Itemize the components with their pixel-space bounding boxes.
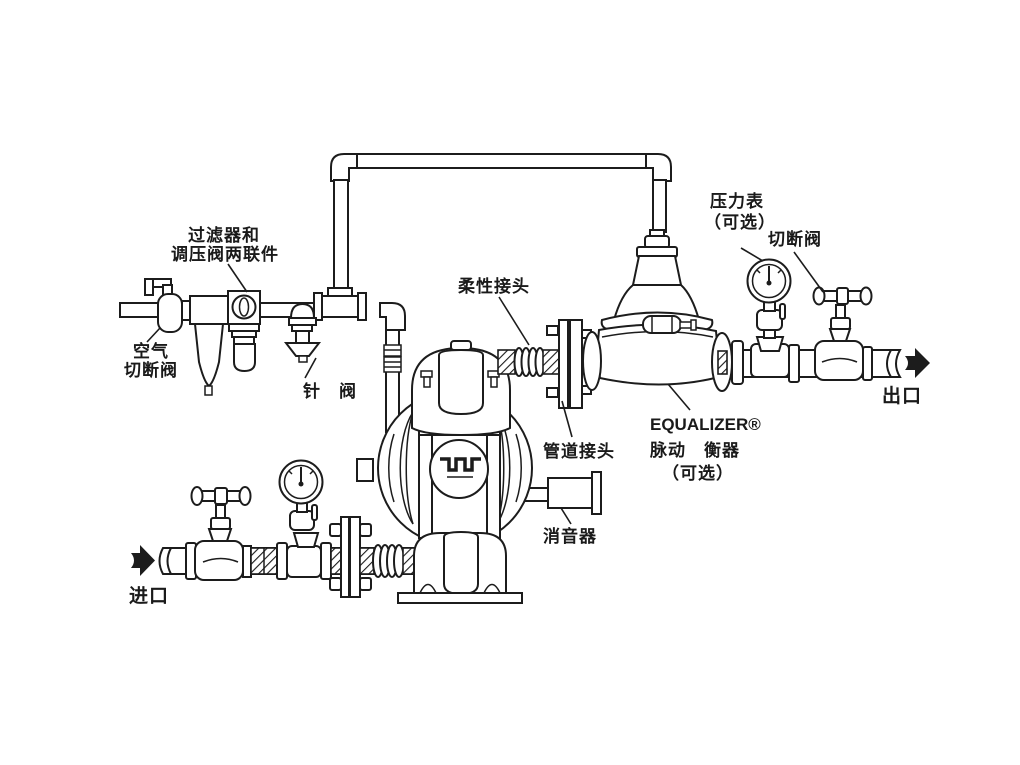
label-filter-regulator-line2: 调压阀两联件: [171, 244, 279, 264]
pump-logo-badge: [429, 439, 489, 499]
label-outlet: 出口: [882, 384, 922, 407]
inlet-flange: [329, 516, 372, 598]
leader-lines: [146, 247, 824, 525]
pump-air-inlet-port: [356, 458, 374, 482]
label-pressure-gauge-line1: 压力表: [710, 191, 764, 211]
outlet-pressure-gauge: [746, 258, 792, 352]
inlet-arrow-icon: [131, 545, 155, 576]
pump-base-plate: [397, 592, 523, 604]
pulsation-dampener: [582, 229, 744, 392]
label-equalizer-line1: EQUALIZER®: [650, 415, 761, 434]
diagram-labels: 过滤器和 调压阀两联件 空气 切断阀 针 阀 柔性接头 管道接头 消音器 EQU…: [124, 191, 922, 607]
label-filter-regulator-line1: 过滤器和: [188, 225, 260, 245]
label-needle-valve: 针 阀: [303, 381, 357, 401]
diaphragm-pump: [377, 340, 533, 604]
air-regulator: [227, 290, 261, 373]
needle-valve: [283, 302, 322, 363]
label-equalizer-line3: （可选）: [662, 463, 734, 483]
dampener-clamp: [642, 315, 697, 334]
suction-flexible-joint: [372, 544, 405, 578]
label-flexible-joint: 柔性接头: [458, 276, 530, 296]
label-air-shutoff-line2: 切断阀: [124, 360, 178, 380]
label-muffler: 消音器: [543, 526, 597, 546]
inlet-shutoff-valve: [190, 486, 252, 581]
outlet-shutoff-valve: [812, 286, 873, 381]
label-pressure-gauge-line2: （可选）: [704, 212, 776, 232]
air-filter: [189, 295, 229, 396]
label-pipe-joint: 管道接头: [543, 441, 615, 461]
outlet-line: [742, 258, 930, 383]
label-shutoff-valve: 切断阀: [768, 229, 822, 249]
inlet-pressure-gauge: [278, 459, 324, 548]
pump-logo-icon: [440, 457, 481, 472]
air-line-tee: [313, 287, 367, 321]
air-shutoff-valve: [144, 278, 192, 333]
discharge-flexible-joint: [497, 347, 560, 377]
label-inlet: 进口: [129, 585, 169, 607]
label-air-shutoff-line1: 空气: [133, 341, 169, 361]
pipe-joint-flange: [546, 319, 592, 409]
outlet-arrow-icon: [905, 348, 930, 378]
label-equalizer-line2: 脉动 衡器: [649, 440, 740, 460]
air-supply-pipe-loop: [330, 153, 672, 297]
inlet-line: [131, 459, 416, 598]
